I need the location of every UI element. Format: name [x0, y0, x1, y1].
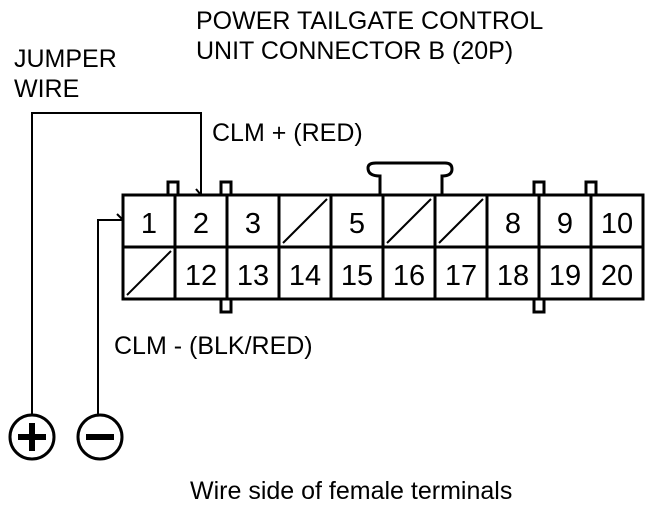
cell-dividers [173, 195, 593, 299]
plus-terminal-icon [8, 413, 56, 461]
pin-3: 3 [245, 208, 261, 240]
pin-19: 19 [549, 260, 581, 292]
wire-tip [195, 188, 202, 196]
empty-cavity-7 [438, 198, 484, 244]
jumper-label-line-2: WIRE [14, 75, 79, 103]
pin-12: 12 [185, 260, 217, 292]
connector-latch [366, 161, 454, 195]
pin-15: 15 [341, 260, 373, 292]
empty-cavity-11 [126, 250, 172, 296]
pin-1: 1 [141, 208, 157, 240]
tab [166, 180, 180, 197]
pin-8: 8 [505, 208, 521, 240]
top-tabs [166, 180, 598, 197]
wire-negative [97, 219, 123, 414]
empty-cavity-6 [386, 198, 432, 244]
tab [219, 297, 233, 314]
tab [219, 180, 233, 197]
minus-terminal-icon [76, 413, 124, 461]
jumper-wire-positive [31, 112, 202, 414]
pin-9: 9 [557, 208, 573, 240]
empty-cavity-marks [126, 198, 484, 296]
pin-5: 5 [349, 208, 365, 240]
wires [31, 112, 202, 414]
tab [584, 180, 598, 197]
title-line-2: UNIT CONNECTOR B (20P) [196, 37, 513, 65]
pin-10: 10 [601, 208, 633, 240]
bottom-tabs [219, 297, 546, 314]
pin-17: 17 [445, 260, 477, 292]
pin-2: 2 [193, 208, 209, 240]
tab [532, 180, 546, 197]
pin-16: 16 [393, 260, 425, 292]
pin-18: 18 [497, 260, 529, 292]
clm-plus-label: CLM + (RED) [212, 119, 363, 147]
pin-13: 13 [237, 260, 269, 292]
bottom-row-pins: 12 13 14 15 16 17 18 19 20 [185, 260, 633, 292]
tab [532, 297, 546, 314]
wire-tip [116, 213, 124, 221]
clm-minus-label: CLM - (BLK/RED) [114, 332, 313, 360]
title-line-1: POWER TAILGATE CONTROL [196, 7, 543, 35]
pin-14: 14 [289, 260, 321, 292]
caption: Wire side of female terminals [190, 477, 512, 505]
top-row-pins: 1 2 3 5 8 9 10 [141, 208, 633, 240]
pin-20: 20 [601, 260, 633, 292]
jumper-label-line-1: JUMPER [14, 45, 117, 73]
empty-cavity-4 [282, 198, 328, 244]
